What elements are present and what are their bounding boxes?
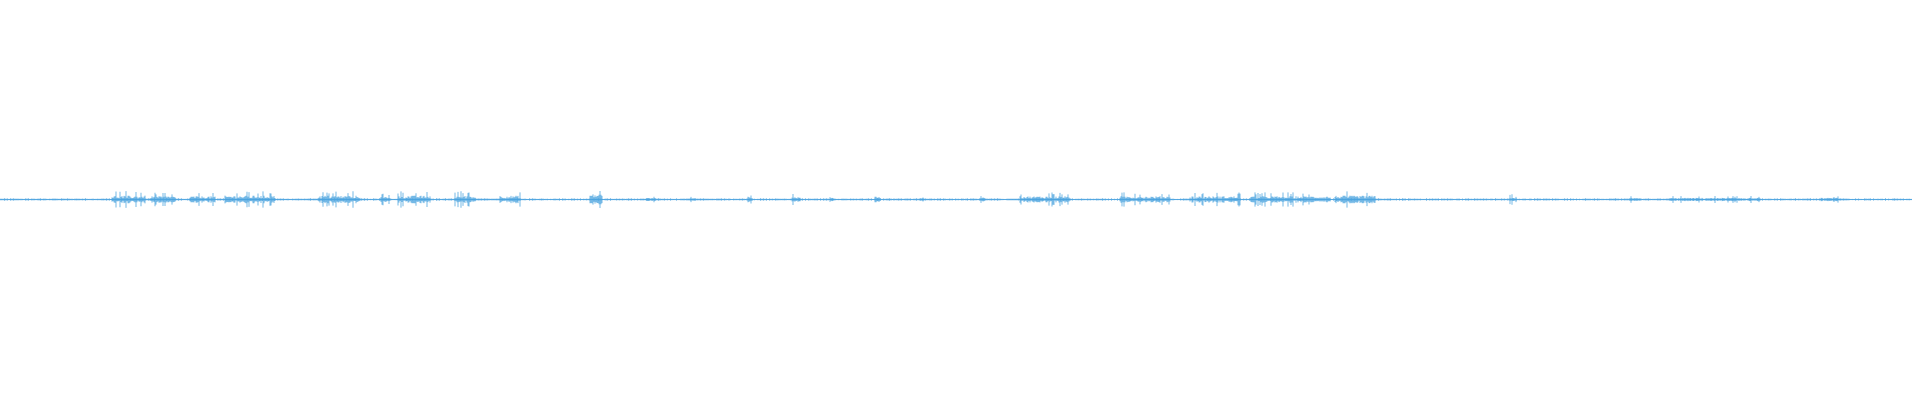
- waveform-spikes: [0, 191, 1912, 208]
